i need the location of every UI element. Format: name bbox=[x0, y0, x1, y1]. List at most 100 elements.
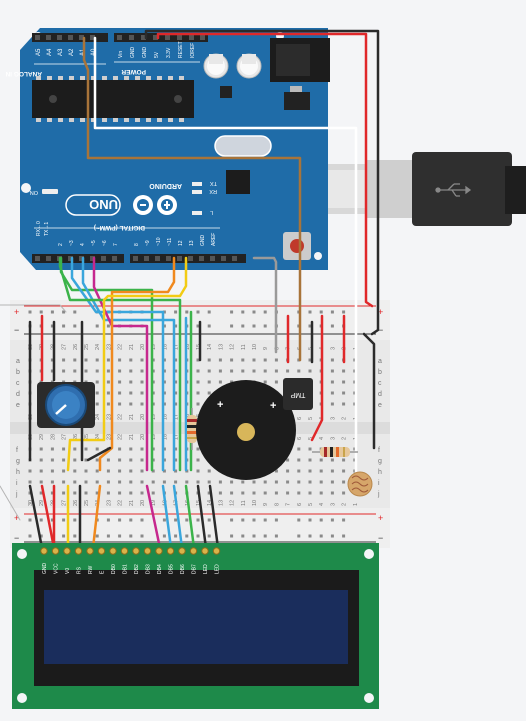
breadboard-hole bbox=[118, 380, 122, 384]
breadboard-hole bbox=[162, 480, 166, 484]
breadboard-hole bbox=[185, 518, 189, 522]
breadboard-hole bbox=[118, 518, 122, 522]
svg-text:~3: ~3 bbox=[69, 240, 75, 246]
rail-minus-label-tl: − bbox=[14, 325, 19, 335]
breadboard-hole bbox=[50, 310, 54, 314]
breadboard-column-number: 10 bbox=[252, 500, 258, 506]
breadboard-column-number: 8 bbox=[274, 503, 280, 506]
svg-text:AREF: AREF bbox=[211, 233, 217, 246]
svg-text:7: 7 bbox=[113, 243, 119, 246]
potentiometer[interactable] bbox=[37, 382, 95, 428]
breadboard-hole bbox=[118, 402, 122, 406]
breadboard-hole bbox=[162, 358, 166, 362]
lcd-pin-label: DB2 bbox=[134, 564, 140, 574]
breadboard-column-number: 9 bbox=[263, 347, 269, 350]
breadboard-hole bbox=[50, 469, 54, 473]
breadboard-column-number: 22 bbox=[118, 434, 124, 440]
breadboard-column-number: 17 bbox=[174, 344, 180, 350]
breadboard-hole bbox=[241, 324, 245, 328]
lcd-pin-label: DB4 bbox=[157, 564, 163, 574]
breadboard-hole bbox=[342, 369, 346, 373]
svg-text:e: e bbox=[378, 402, 382, 409]
wire-blue-1 bbox=[70, 256, 165, 472]
breadboard-column-number: 14 bbox=[207, 344, 213, 350]
breadboard-hole bbox=[118, 469, 122, 473]
lcd-pin-label: DB3 bbox=[146, 564, 152, 574]
breadboard-hole bbox=[84, 458, 88, 462]
wire-5v-red bbox=[156, 32, 374, 308]
rail-plus-label-bl: + bbox=[14, 513, 19, 523]
breadboard-column-number: 12 bbox=[230, 344, 236, 350]
breadboard-hole bbox=[62, 518, 66, 522]
lcd-pin-label: VCC bbox=[54, 563, 60, 574]
breadboard-hole bbox=[274, 480, 278, 484]
usb-icon bbox=[435, 183, 472, 197]
breadboard-hole bbox=[28, 480, 32, 484]
breadboard-hole bbox=[50, 324, 54, 328]
breadboard-hole bbox=[286, 480, 290, 484]
breadboard-hole bbox=[162, 380, 166, 384]
breadboard-hole bbox=[39, 534, 43, 538]
lcd-pin bbox=[143, 547, 152, 555]
breadboard-hole bbox=[308, 447, 312, 451]
breadboard-hole bbox=[106, 518, 110, 522]
wire-lcd-e bbox=[91, 484, 102, 550]
breadboard-hole bbox=[207, 534, 211, 538]
power-header bbox=[114, 33, 208, 42]
breadboard-column-number: 29 bbox=[39, 434, 45, 440]
svg-text:~9: ~9 bbox=[145, 240, 151, 246]
breadboard-column-number: 24 bbox=[95, 344, 101, 350]
breadboard-hole bbox=[106, 391, 110, 395]
breadboard-hole bbox=[218, 491, 222, 495]
lcd-pin bbox=[178, 547, 186, 555]
breadboard-hole bbox=[162, 534, 166, 538]
breadboard-hole bbox=[196, 469, 200, 473]
svg-text:d: d bbox=[378, 391, 382, 398]
svg-text:f: f bbox=[378, 447, 380, 454]
breadboard-column-number: 21 bbox=[129, 414, 135, 420]
breadboard-hole bbox=[342, 310, 346, 314]
breadboard-hole bbox=[73, 469, 77, 473]
breadboard-hole bbox=[95, 534, 99, 538]
breadboard-hole bbox=[342, 391, 346, 395]
breadboard-hole bbox=[274, 369, 278, 373]
breadboard-hole bbox=[207, 491, 211, 495]
svg-text:2: 2 bbox=[58, 243, 64, 246]
breadboard-hole bbox=[263, 518, 267, 522]
breadboard-row-labels: a b c d e f g h i j a b c d e f g h i j bbox=[15, 358, 382, 498]
breadboard-hole bbox=[106, 491, 110, 495]
breadboard-hole bbox=[106, 380, 110, 384]
breadboard-hole bbox=[106, 534, 110, 538]
rail-plus-label-tl: + bbox=[14, 307, 19, 317]
breadboard-hole bbox=[263, 380, 267, 384]
breadboard-column-number: 3 bbox=[330, 503, 336, 506]
breadboard-hole bbox=[263, 534, 267, 538]
pin-label-reset: RESET bbox=[178, 41, 184, 58]
buzzer-plus-label-2: + bbox=[270, 400, 276, 412]
breadboard-hole bbox=[196, 391, 200, 395]
breadboard-hole bbox=[106, 480, 110, 484]
breadboard-hole bbox=[207, 324, 211, 328]
arduino-board: A5 A4 A3 A2 A1 A0 ANALOG IN Vin GND GND … bbox=[5, 28, 330, 270]
pin-label-a5: A5 bbox=[36, 48, 42, 56]
piezo-buzzer: + + bbox=[196, 380, 296, 480]
svg-text:13: 13 bbox=[189, 240, 195, 246]
breadboard-hole bbox=[308, 534, 312, 538]
usb-cable bbox=[282, 152, 526, 226]
breadboard-hole bbox=[263, 358, 267, 362]
svg-text:4: 4 bbox=[80, 243, 86, 246]
breadboard-hole bbox=[73, 458, 77, 462]
breadboard-hole bbox=[28, 491, 32, 495]
breadboard-hole bbox=[118, 491, 122, 495]
breadboard-column-number: 25 bbox=[84, 434, 90, 440]
lcd-pin bbox=[155, 547, 163, 555]
breadboard-hole bbox=[207, 518, 211, 522]
breadboard-hole bbox=[50, 518, 54, 522]
breadboard-hole bbox=[319, 518, 323, 522]
svg-text:g: g bbox=[16, 458, 20, 465]
breadboard-hole bbox=[140, 469, 144, 473]
breadboard-hole bbox=[162, 458, 166, 462]
breadboard-column-number: 25 bbox=[84, 500, 90, 506]
